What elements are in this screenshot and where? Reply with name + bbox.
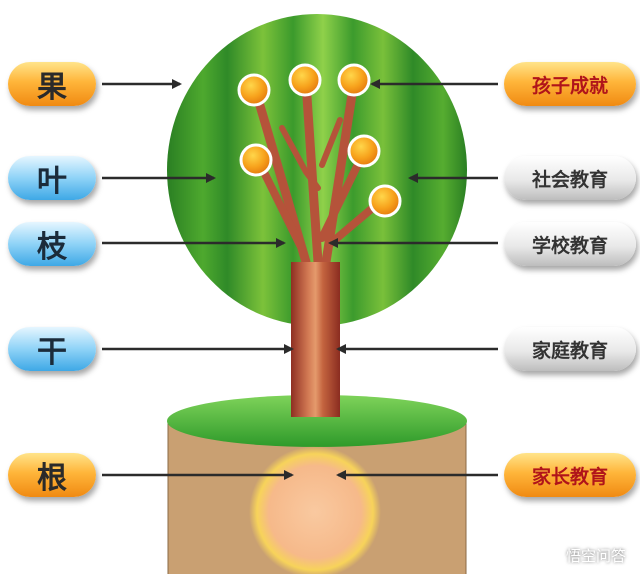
label-branch: 枝 — [8, 222, 96, 266]
tree-trunk — [291, 262, 340, 417]
tree-branches — [251, 77, 386, 267]
fruit-5 — [347, 134, 381, 168]
label-family-education: 家庭教育 — [504, 327, 636, 371]
grass-ground — [167, 395, 467, 447]
label-trunk: 干 — [8, 327, 96, 371]
label-child-achievement: 孩子成就 — [504, 62, 636, 106]
fruit-6 — [368, 184, 402, 218]
fruit-2 — [288, 63, 322, 97]
root-glow — [249, 446, 381, 574]
fruit-3 — [337, 63, 371, 97]
left-arrows — [102, 79, 294, 480]
fruit-4 — [239, 143, 273, 177]
label-school-education: 学校教育 — [504, 222, 636, 266]
label-leaf: 叶 — [8, 156, 96, 200]
right-arrows — [328, 79, 498, 480]
label-root: 根 — [8, 453, 96, 497]
chat-bubble-icon — [541, 548, 562, 563]
label-social-education: 社会教育 — [504, 156, 636, 200]
fruit-1 — [237, 73, 271, 107]
label-parent-education: 家长教育 — [504, 453, 636, 497]
watermark: 悟空问答 — [541, 545, 626, 566]
label-fruit: 果 — [8, 62, 96, 106]
tree-fruits — [237, 63, 402, 218]
watermark-text: 悟空问答 — [565, 547, 626, 565]
